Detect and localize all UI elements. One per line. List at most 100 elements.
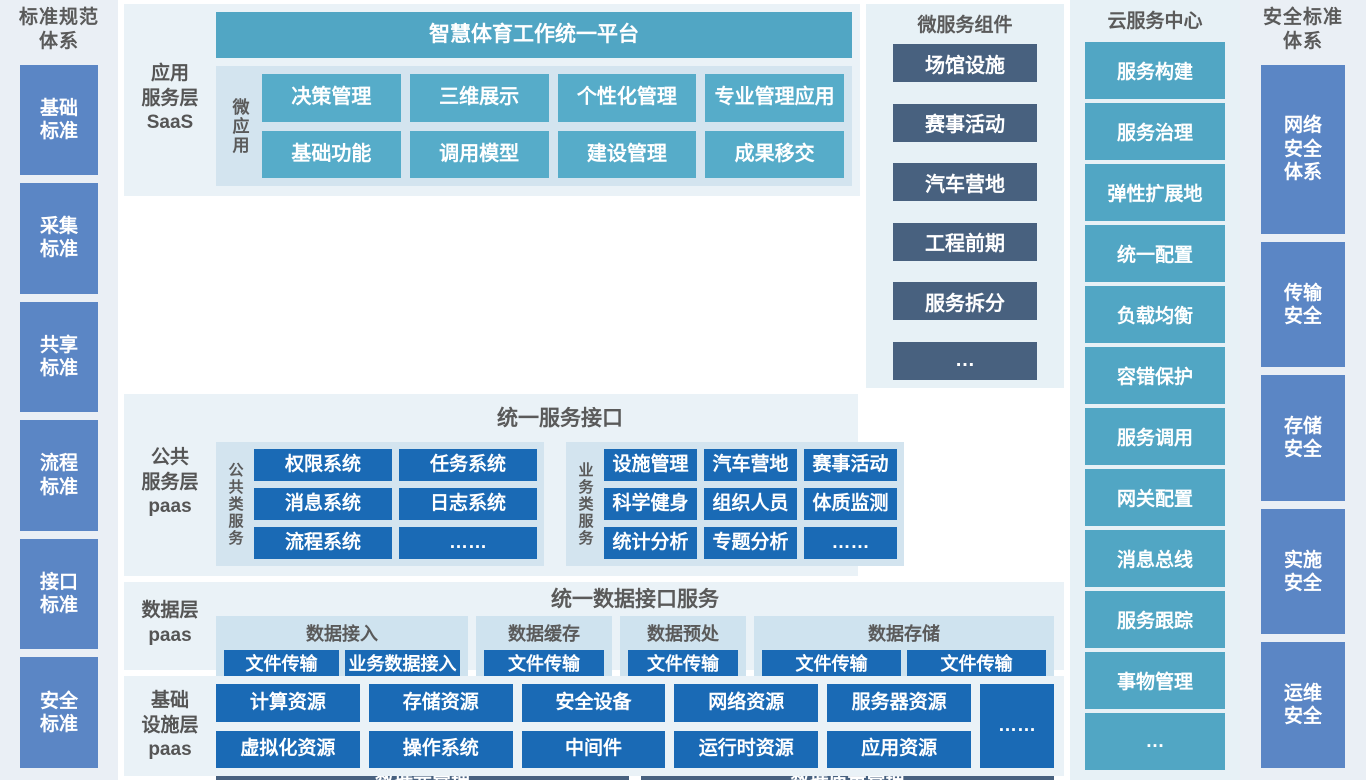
service-tile-more[interactable]: …… [804, 527, 898, 559]
right-rail-item-4[interactable]: 运维 安全 [1261, 642, 1345, 768]
infra-tile[interactable]: 网络资源 [674, 684, 819, 722]
left-rail-item-2[interactable]: 共享 标准 [20, 301, 98, 413]
cloud-service-item[interactable]: 服务跟踪 [1085, 591, 1225, 648]
label-line: paas [148, 625, 192, 646]
cloud-service-item[interactable]: 容错保护 [1085, 347, 1225, 404]
label-line: 运维 [1283, 683, 1322, 705]
service-tile-more[interactable]: …… [399, 527, 537, 559]
label-line: 服务层 [141, 471, 199, 493]
data-group-title: 数据预处 [647, 624, 719, 645]
data-tile[interactable]: 文件传输 [907, 650, 1046, 679]
data-tile[interactable]: 文件传输 [628, 650, 738, 679]
infra-tile-more[interactable]: …… [980, 684, 1054, 768]
service-tile[interactable]: 汽车营地 [704, 449, 798, 481]
data-tile[interactable]: 业务数据接入 [345, 650, 460, 679]
service-tile[interactable]: 设施管理 [604, 449, 698, 481]
data-tile[interactable]: 文件传输 [762, 650, 901, 679]
app-tile[interactable]: 基础功能 [262, 130, 401, 178]
infra-tile[interactable]: 计算资源 [216, 684, 360, 722]
label-line: 传输 [1283, 282, 1322, 304]
service-tile[interactable]: 流程系统 [254, 527, 392, 559]
cloud-service-item[interactable]: 事物管理 [1085, 652, 1225, 709]
cloud-service-item[interactable]: 网关配置 [1085, 469, 1225, 526]
left-rail-item-1[interactable]: 采集 标准 [20, 183, 98, 294]
service-tile[interactable]: 组织人员 [704, 488, 798, 520]
right-rail-item-3[interactable]: 实施 安全 [1261, 508, 1345, 635]
left-rail-item-0[interactable]: 基础 标准 [20, 64, 98, 176]
right-rail-item-2[interactable]: 存储 安全 [1261, 375, 1345, 501]
label-line: 流程 [39, 453, 78, 475]
data-layer-label: 数据层 paas [124, 588, 216, 660]
microservice-components-column: 微服务组件 场馆设施 赛事活动 汽车营地 工程前期 服务拆分 … [866, 4, 1064, 388]
cloud-service-item[interactable]: 弹性扩展地 [1085, 164, 1225, 221]
left-rail-standards-system: 标准规范 体系 基础 标准 采集 标准 共享 标准 [0, 0, 118, 780]
left-rail-item-5[interactable]: 安全 标准 [20, 657, 98, 768]
service-tile[interactable]: 权限系统 [254, 449, 392, 481]
left-rail-item-3[interactable]: 流程 标准 [20, 420, 98, 531]
app-tile[interactable]: 三维展示 [409, 74, 549, 122]
microservice-list: 场馆设施 赛事活动 汽车营地 工程前期 服务拆分 … [866, 44, 1064, 380]
data-layer: 数据层 paas 统一数据接口服务 数据接入 文件传输 业务数据接入 数据交换 [124, 582, 1064, 780]
label-line: 标准 [39, 357, 78, 379]
micro-application-group: 微应用 决策管理 三维展示 个性化管理 专业管理应用 基础功能 调用模型 建设管… [216, 66, 852, 186]
label-line: 网络 [1283, 115, 1322, 137]
right-rail-item-1[interactable]: 传输 安全 [1261, 241, 1345, 368]
cloud-service-item[interactable]: 统一配置 [1085, 225, 1225, 282]
microservice-item[interactable]: 服务拆分 [893, 282, 1037, 321]
app-tile[interactable]: 成果移交 [705, 130, 844, 178]
microservice-item-more[interactable]: … [893, 341, 1037, 380]
infra-tile[interactable]: 操作系统 [368, 730, 513, 768]
cloud-service-item[interactable]: 服务治理 [1085, 103, 1225, 160]
infra-tile[interactable]: 运行时资源 [674, 730, 819, 768]
cloud-service-list: 服务构建 服务治理 弹性扩展地 统一配置 负载均衡 容错保护 服务调用 网关配置… [1070, 40, 1240, 774]
data-group-title: 数据存储 [868, 624, 940, 645]
label-line: 公共 [150, 446, 189, 468]
service-tile[interactable]: 科学健身 [604, 488, 698, 520]
cloud-service-item[interactable]: 消息总线 [1085, 530, 1225, 587]
infra-tile[interactable]: 存储资源 [368, 684, 513, 722]
service-tile[interactable]: 消息系统 [254, 488, 392, 520]
data-tile[interactable]: 文件传输 [484, 650, 604, 679]
cloud-column-title: 云服务中心 [1107, 11, 1203, 32]
service-tile[interactable]: 统计分析 [604, 527, 698, 559]
app-tile[interactable]: 建设管理 [557, 130, 697, 178]
left-rail-list: 基础 标准 采集 标准 共享 标准 流程 标准 [0, 61, 118, 775]
label-line: 标准 [39, 713, 78, 735]
data-tile[interactable]: 文件传输 [224, 650, 339, 679]
cloud-service-item-more[interactable]: … [1085, 713, 1225, 770]
cloud-service-center-column: 云服务中心 服务构建 服务治理 弹性扩展地 统一配置 负载均衡 容错保护 服务调… [1070, 0, 1240, 780]
business-class-service-cells: 设施管理 汽车营地 赛事活动 科学健身 组织人员 体质监测 统计分析 专题分析 … [604, 449, 898, 559]
left-rail-title-line-2: 体系 [38, 30, 79, 52]
public-service-layer-label: 公共 服务层 paas [124, 400, 216, 566]
right-rail-item-0[interactable]: 网络 安全 体系 [1261, 64, 1345, 234]
app-tile[interactable]: 调用模型 [409, 130, 549, 178]
infra-tile[interactable]: 应用资源 [827, 730, 971, 768]
infra-tile[interactable]: 中间件 [521, 730, 666, 768]
app-tile[interactable]: 专业管理应用 [705, 74, 844, 122]
cloud-service-item[interactable]: 服务构建 [1085, 42, 1225, 99]
infra-tile[interactable]: 服务器资源 [827, 684, 971, 722]
cloud-service-item[interactable]: 负载均衡 [1085, 286, 1225, 343]
unified-platform-banner: 智慧体育工作统一平台 [216, 12, 852, 58]
microservice-item[interactable]: 汽车营地 [893, 163, 1037, 202]
infra-tile[interactable]: 虚拟化资源 [216, 730, 360, 768]
left-rail-item-4[interactable]: 接口 标准 [20, 538, 98, 650]
service-tile[interactable]: 日志系统 [399, 488, 537, 520]
service-tile[interactable]: 任务系统 [399, 449, 537, 481]
app-tile[interactable]: 个性化管理 [557, 74, 697, 122]
microservice-item[interactable]: 赛事活动 [893, 103, 1037, 142]
service-tile[interactable]: 体质监测 [804, 488, 898, 520]
label-line: 安全 [39, 690, 78, 712]
microservice-item[interactable]: 场馆设施 [893, 44, 1037, 82]
service-tile[interactable]: 专题分析 [704, 527, 798, 559]
right-rail-title-line-1: 安全标准 [1262, 7, 1343, 28]
label-line: 数据层 [141, 600, 199, 622]
label-line: 安全 [1283, 439, 1322, 461]
cloud-service-item[interactable]: 服务调用 [1085, 408, 1225, 465]
microservice-item[interactable]: 工程前期 [893, 222, 1037, 261]
service-tile[interactable]: 赛事活动 [804, 449, 898, 481]
infra-tile[interactable]: 安全设备 [521, 684, 666, 722]
app-tile[interactable]: 决策管理 [262, 74, 401, 122]
infrastructure-wrap: 计算资源 存储资源 安全设备 网络资源 服务器资源 虚拟化资源 操作系统 中间件… [216, 684, 1054, 768]
